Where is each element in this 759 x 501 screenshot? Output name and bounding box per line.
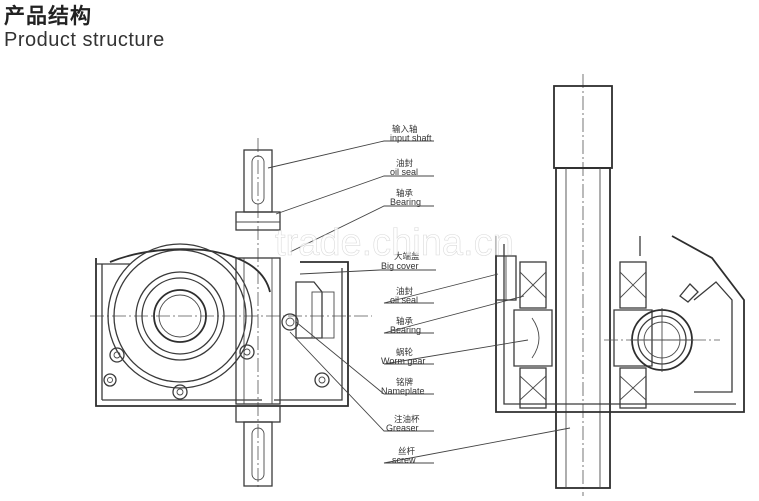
- page-title-chinese: 产品结构: [4, 4, 92, 28]
- label-nameplate-zh: 铭牌: [396, 377, 414, 388]
- label-input-shaft-zh: 输入轴: [392, 124, 418, 135]
- label-big-cover-en: Big cover: [381, 261, 419, 271]
- label-bearing-1-en: Bearing: [390, 197, 421, 207]
- callouts: 输入轴 input shaft 油封 oil seal 轴承 Bearing 大…: [267, 124, 571, 465]
- label-bearing-2-en: Bearing: [390, 325, 421, 335]
- screw-shaft: [553, 85, 613, 489]
- housing-front: [95, 243, 349, 407]
- label-greaser-zh: 注油杯: [394, 414, 420, 425]
- label-oil-seal-2-zh: 油封: [396, 286, 414, 297]
- input-shaft-bottom: [235, 405, 281, 487]
- label-input-shaft-en: input shaft: [390, 133, 432, 143]
- label-oil-seal-2-en: oil seal: [390, 295, 418, 305]
- housing-section: [495, 235, 745, 413]
- label-oil-seal-1-en: oil seal: [390, 167, 418, 177]
- label-worm-gear-zh: 蜗轮: [396, 347, 414, 358]
- section-view: [495, 74, 745, 496]
- page-title-english: Product structure: [4, 29, 165, 51]
- front-view: [90, 138, 372, 488]
- label-screw-en: screw: [392, 455, 416, 465]
- label-big-cover-zh: 大端盖: [394, 251, 420, 262]
- label-bearing-1-zh: 轴承: [396, 188, 414, 199]
- header: 产品结构 Product structure: [4, 4, 165, 51]
- label-bearing-2-zh: 轴承: [396, 316, 414, 327]
- label-screw-zh: 丝杆: [398, 446, 416, 457]
- label-oil-seal-1-zh: 油封: [396, 158, 414, 169]
- label-greaser-en: Greaser: [386, 423, 419, 433]
- watermark: trade.china.cn: [275, 222, 514, 264]
- label-nameplate-en: Nameplate: [381, 386, 425, 396]
- label-worm-gear-en: Worm gear: [381, 356, 425, 366]
- input-shaft-top: [235, 149, 281, 231]
